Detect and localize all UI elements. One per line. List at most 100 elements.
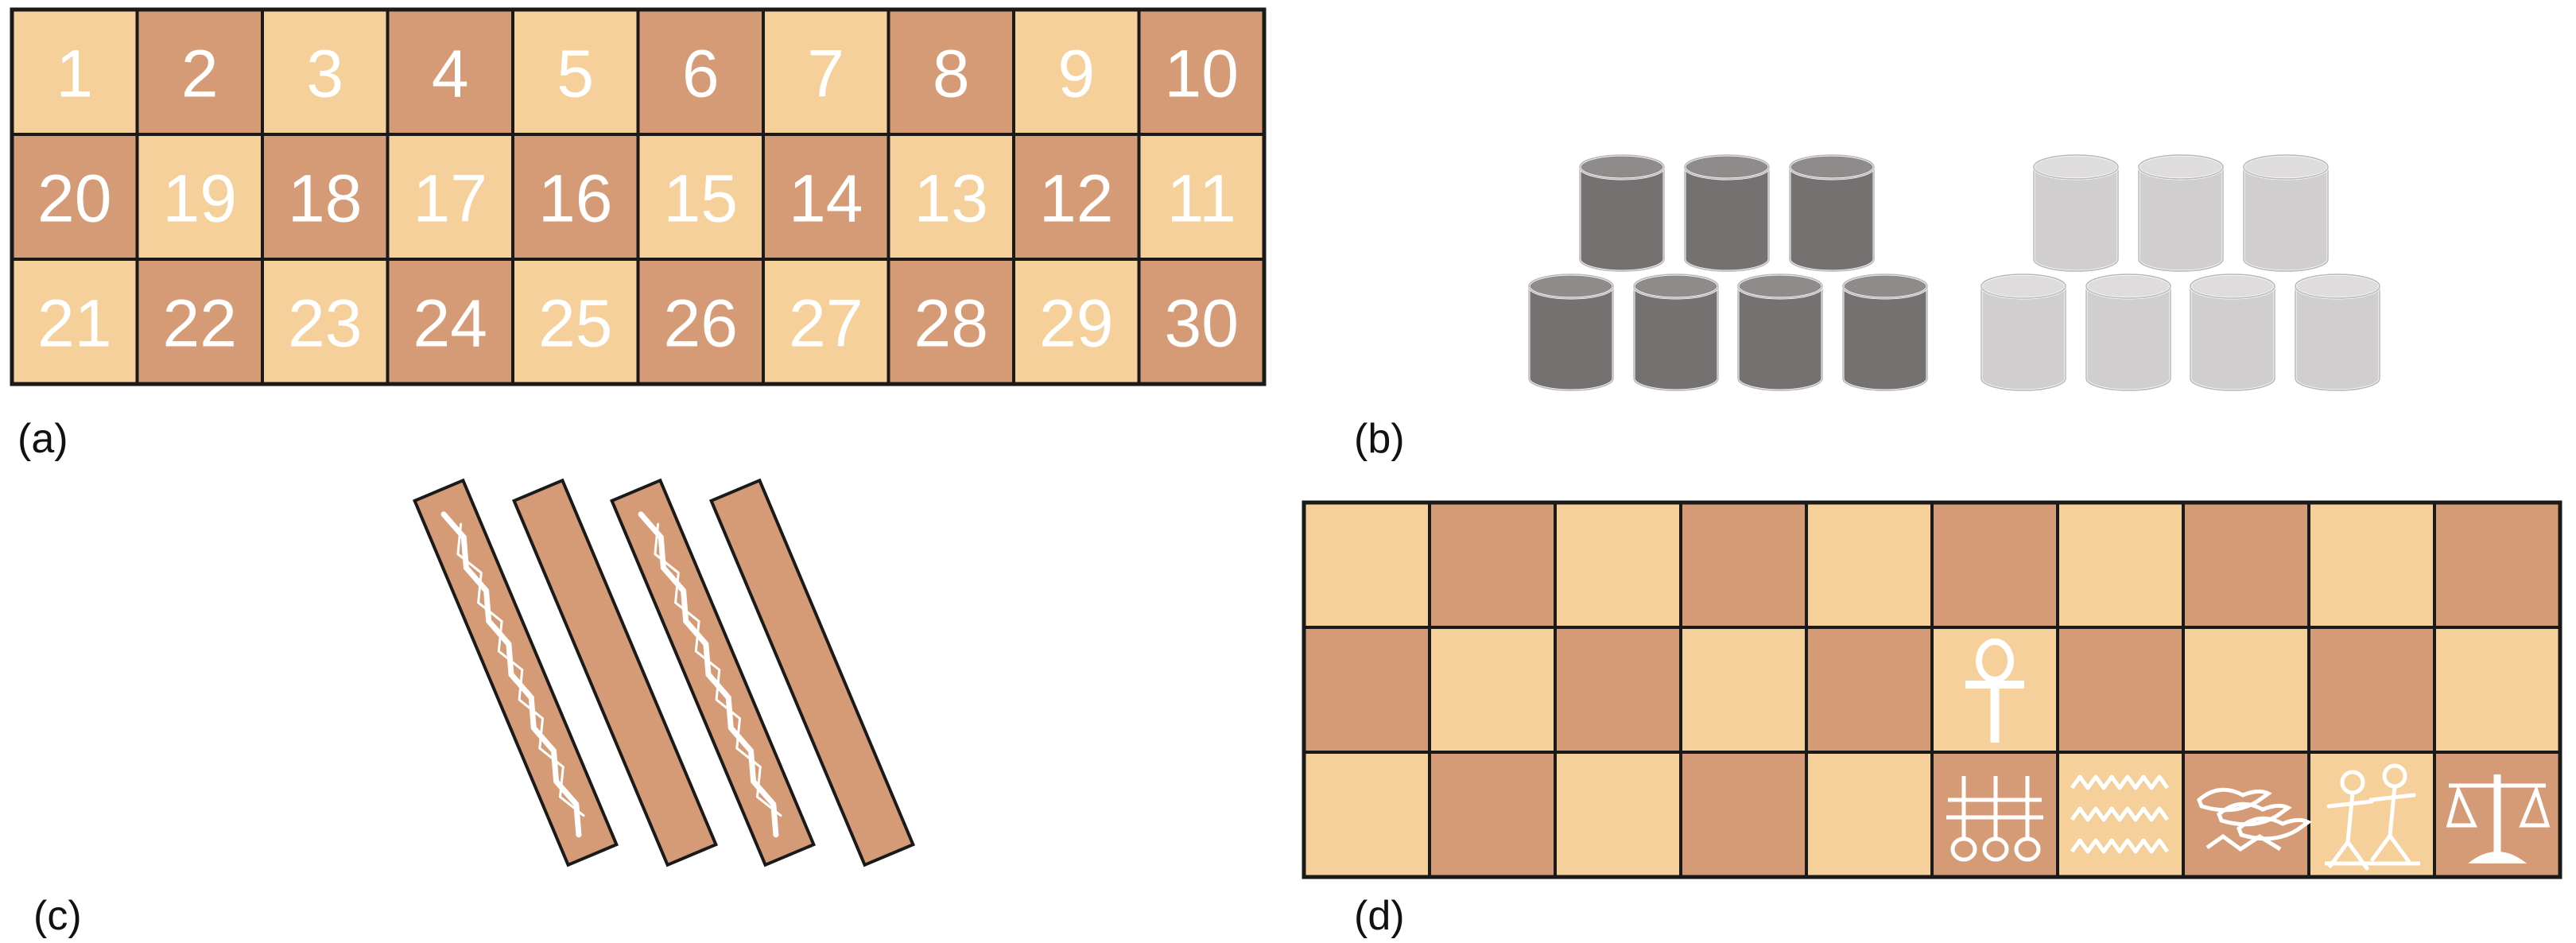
board-a-square: 16 (511, 133, 640, 261)
board-a-square: 30 (1137, 258, 1266, 386)
board-a-square: 24 (386, 258, 514, 386)
board-d-square (1302, 626, 1431, 754)
square-number: 4 (432, 37, 469, 111)
board-a-square: 12 (1012, 133, 1141, 261)
square-number: 10 (1165, 37, 1239, 111)
board-a-square: 14 (762, 133, 890, 261)
board-a-square: 8 (886, 8, 1015, 136)
square-number: 25 (538, 286, 612, 361)
board-a-square: 7 (762, 8, 890, 136)
square-number: 29 (1039, 286, 1113, 361)
board-d-square (1428, 501, 1557, 629)
square-number: 16 (538, 161, 612, 236)
board-d-square (1428, 751, 1557, 879)
board-a-square: 9 (1012, 8, 1141, 136)
square-number: 26 (664, 286, 738, 361)
board-a-square: 28 (886, 258, 1015, 386)
board-a-square: 2 (135, 8, 264, 136)
board-d-square (1679, 751, 1808, 879)
board-d-square (2182, 501, 2310, 629)
square-number: 17 (413, 161, 487, 236)
throwing-stick (511, 478, 719, 867)
board-a-square: 11 (1137, 133, 1266, 261)
board-d-square (1302, 751, 1431, 879)
light-game-piece (2294, 273, 2381, 392)
board-d-square (1302, 501, 1431, 629)
horus-icon (2446, 774, 2551, 863)
square-number: 14 (789, 161, 863, 236)
panel-label-c: (c) (33, 893, 82, 939)
square-number: 24 (413, 286, 487, 361)
board-d-square (2307, 501, 2436, 629)
light-game-piece (2032, 153, 2120, 273)
square-number: 21 (37, 286, 111, 361)
square-number: 22 (163, 286, 237, 361)
board-d-square (1679, 501, 1808, 629)
square-number: 13 (914, 161, 988, 236)
board-d-square (1930, 501, 2059, 629)
square-number: 15 (664, 161, 738, 236)
board-a-square: 10 (1137, 8, 1266, 136)
square-number: 6 (682, 37, 720, 111)
throwing-stick (708, 478, 916, 867)
board-d-square (1554, 751, 1682, 879)
board-a-square: 29 (1012, 258, 1141, 386)
square-number: 1 (56, 37, 93, 111)
throwing-stick (609, 478, 817, 867)
board-d-square (2433, 626, 2562, 754)
panel-label-b: (b) (1354, 416, 1405, 462)
board-a-square: 13 (886, 133, 1015, 261)
board-d-square (1428, 626, 1557, 754)
square-number: 5 (557, 37, 594, 111)
square-number: 7 (807, 37, 844, 111)
light-game-piece (2189, 273, 2276, 392)
square-number: 27 (789, 286, 863, 361)
board-a-square: 18 (261, 133, 390, 261)
board-a-square: 4 (386, 8, 514, 136)
dark-game-piece (1527, 273, 1615, 392)
square-number: 12 (1039, 161, 1113, 236)
square-number: 11 (1167, 161, 1236, 236)
board-d-square (2056, 626, 2185, 754)
dark-game-piece (1578, 153, 1666, 273)
throwing-stick (412, 478, 619, 867)
water-icon (2070, 774, 2170, 854)
board-d-square (1805, 626, 1934, 754)
square-number: 23 (288, 286, 362, 361)
board-a-square: 21 (10, 258, 139, 386)
dark-game-piece (1736, 273, 1824, 392)
board-a-square: 6 (636, 8, 765, 136)
square-number: 28 (914, 286, 988, 361)
ankh-icon (1965, 638, 2024, 743)
square-number: 19 (163, 161, 237, 236)
board-a-square: 22 (135, 258, 264, 386)
square-number: 20 (37, 161, 111, 236)
board-a-square: 20 (10, 133, 139, 261)
board-d-square (2056, 501, 2185, 629)
board-d-square (1554, 501, 1682, 629)
board-a-square: 23 (261, 258, 390, 386)
board-d-square (1805, 751, 1934, 879)
light-game-piece (2242, 153, 2330, 273)
throwing-sticks (412, 478, 916, 867)
three-figures-icon (1946, 776, 2043, 862)
light-game-piece (2137, 153, 2225, 273)
dark-game-piece (1683, 153, 1771, 273)
panel-label-d: (d) (1354, 893, 1405, 939)
board-a-square: 27 (762, 258, 890, 386)
symbol-senet-board (1302, 500, 2562, 879)
light-game-piece (2085, 273, 2172, 392)
board-d-square (1679, 626, 1808, 754)
dark-game-piece (1841, 273, 1929, 392)
three-birds-icon (2197, 787, 2312, 852)
square-number: 18 (288, 161, 362, 236)
board-d-square (1805, 501, 1934, 629)
board-a-square: 5 (511, 8, 640, 136)
panel-label-a: (a) (17, 416, 68, 462)
board-a-square: 1 (10, 8, 139, 136)
dark-game-piece (1788, 153, 1876, 273)
square-number: 8 (933, 37, 970, 111)
square-number: 2 (181, 37, 219, 111)
